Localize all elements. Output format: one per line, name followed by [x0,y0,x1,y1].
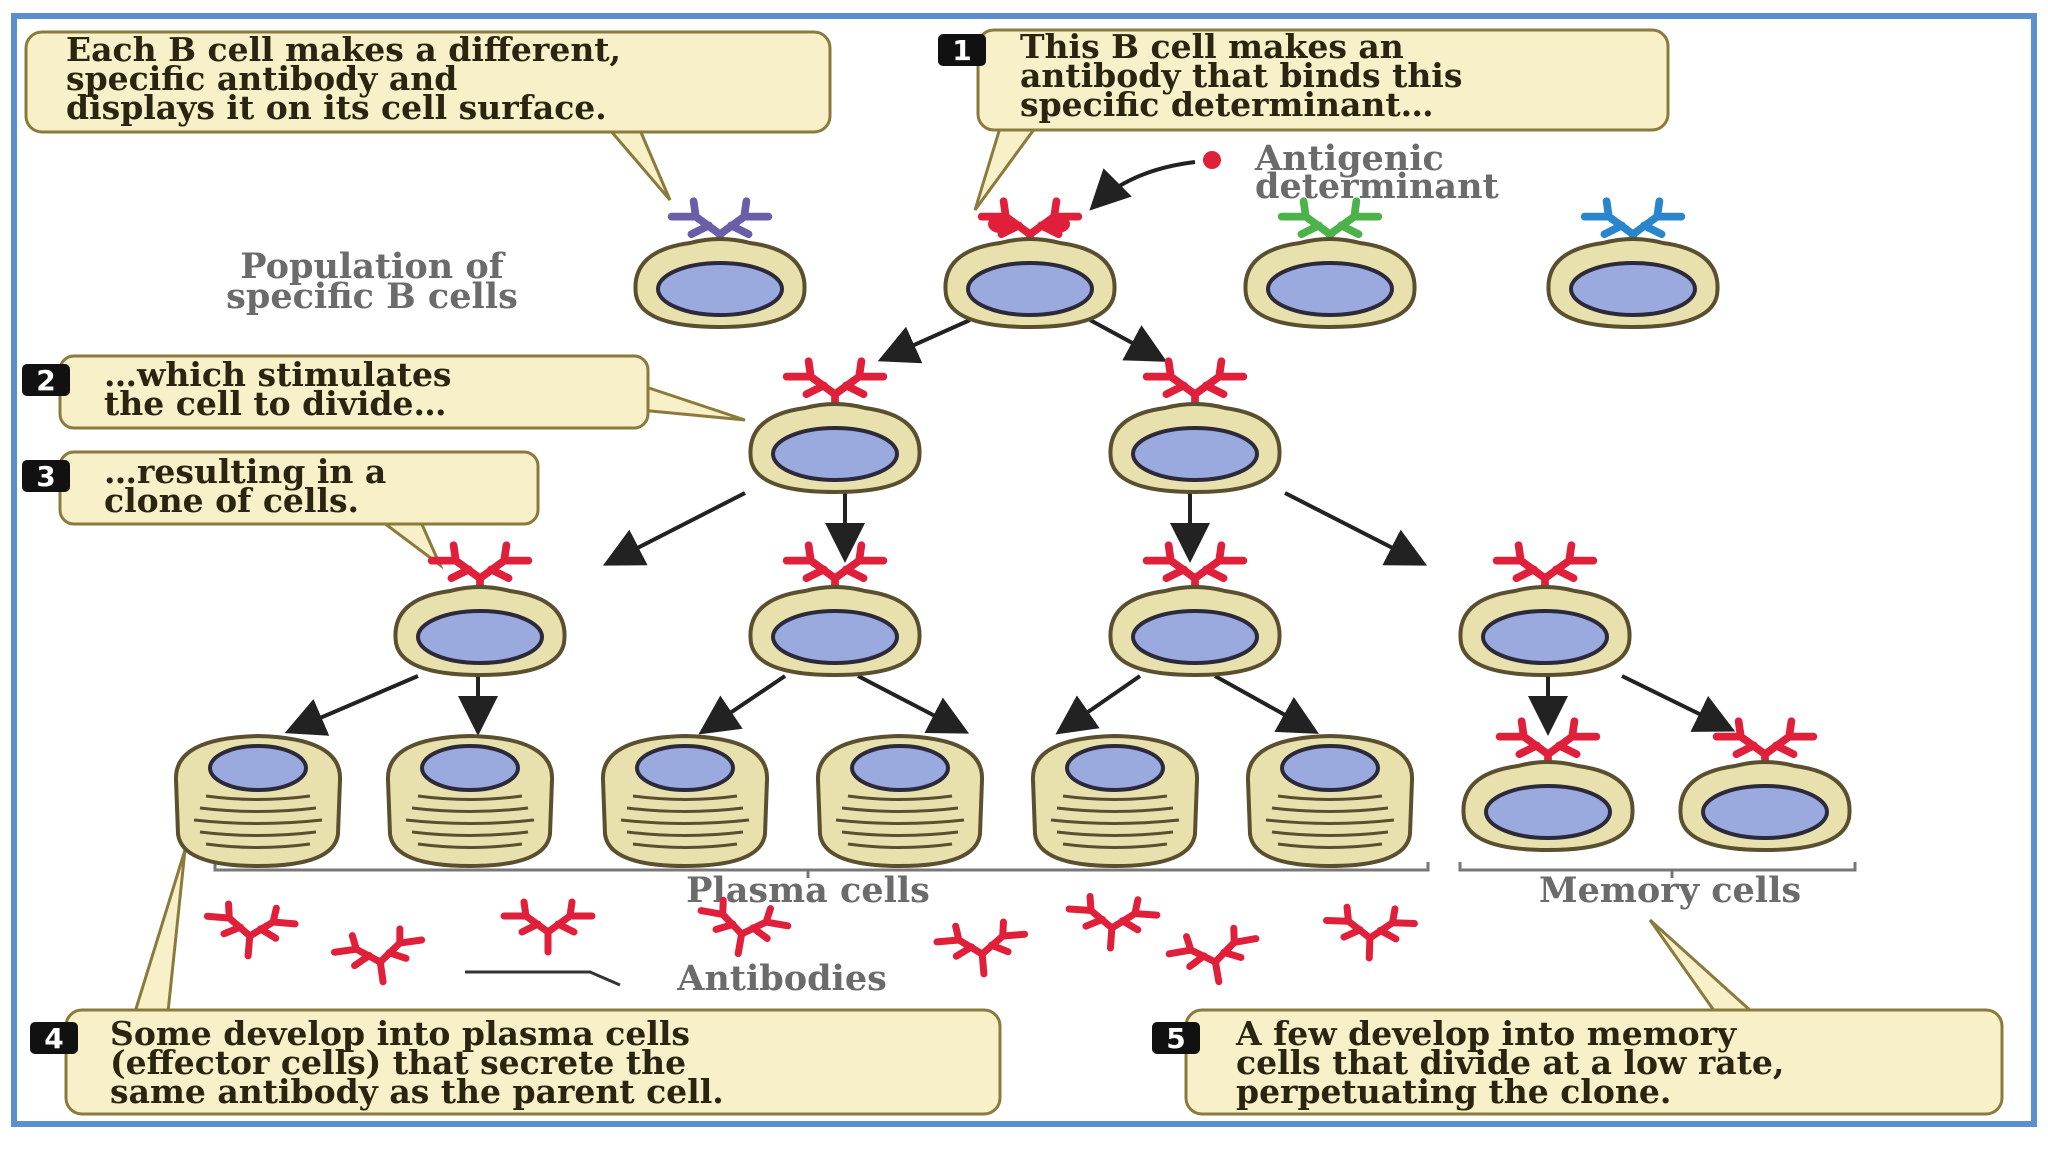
free-antibodies-layer [203,892,1418,986]
free-antibody-icon [1065,892,1161,952]
callout-step-4: 4 Some develop into plasma cells (effect… [30,849,1002,1116]
population-label: specific B cells [226,276,518,317]
arrows-layer [284,318,1736,736]
antigenic-determinant-label: determinant [1255,166,1499,207]
bound-antigen-dot [1046,215,1070,233]
plasma-cell [1245,733,1415,869]
lineage-arrow [1055,674,1142,735]
dividing-b-cell [1108,402,1282,495]
plasma-cells-brace [213,862,1430,878]
antigenic-determinant-label: Antigenic [1254,138,1444,179]
population-b-cell [1243,237,1417,330]
callout-step-5-line: cells that divide at a low rate, [1236,1043,1784,1082]
callout-step-3: 3 …resulting in a clone of cells. [22,450,540,570]
antibodies-pointer [465,970,621,987]
callout-step-1: 1 This B cell makes an antibody that bin… [938,27,1670,211]
plasma-cell [600,733,770,869]
callout-step-5: 5 A few develop into memory cells that d… [1152,918,2004,1116]
step-badge-number: 1 [952,34,971,67]
step-badge-number: 4 [44,1022,63,1055]
dividing-b-cell [748,402,922,495]
population-b-cell [1546,237,1720,330]
callout-step-2: 2 …which stimulates the cell to divide… [22,354,746,430]
lineage-arrow [1284,491,1428,566]
free-antibody-icon [330,925,426,986]
callout-step-1-line: specific determinant… [1020,85,1434,124]
callout-intro-line: displays it on its cell surface. [66,88,607,127]
clone-b-cell [1108,585,1282,678]
lineage-arrow [698,674,787,735]
step-badge [30,1022,78,1054]
callout-step-5-line: perpetuating the clone. [1236,1072,1671,1111]
clone-b-cell [748,585,922,678]
callout-intro-line: Each B cell makes a different, [66,30,621,69]
clone-b-cell [393,585,567,678]
free-antibody-icon [500,898,596,956]
bound-antigen-dot [988,215,1012,233]
antibodies-label: Antibodies [676,958,887,999]
population-b-cell [633,237,807,330]
callout-step-3-line: …resulting in a [104,452,386,491]
memory-cell [1678,760,1852,853]
plasma-cell [815,733,985,869]
step-badge-number: 3 [36,460,55,493]
diagram-frame [11,13,2037,1127]
callout-step-3-line: clone of cells. [104,481,359,520]
callout-step-1-line: antibody that binds this [1020,56,1462,95]
plasma-cell [1030,733,1200,869]
step-badge [938,34,986,66]
free-antibody-icon [933,918,1029,978]
free-antibody-icon [203,900,299,960]
callout-step-4-line: same antibody as the parent cell. [110,1072,724,1111]
step-badge-number: 2 [36,364,55,397]
antigenic-determinant-dot [1203,151,1221,169]
callout-step-1-line: This B cell makes an [1020,27,1404,66]
clone-b-cell [1458,585,1632,678]
population-label: Population of [240,246,505,287]
callout-step-4-line: (effector cells) that secrete the [110,1043,686,1082]
plasma-cell [385,733,555,869]
callout-intro: Each B cell makes a different, specific … [24,30,832,201]
selected-b-cell [943,237,1117,330]
lineage-arrow [1214,674,1319,734]
lineage-arrow [877,318,971,364]
memory-cell [1461,760,1635,853]
step-badge [22,460,70,492]
callout-step-4-line: Some develop into plasma cells [110,1014,690,1053]
memory-cells-label: Memory cells [1539,870,1801,911]
lineage-arrow [857,674,970,734]
cells-layer [173,197,1852,869]
antigen-binding-arrow [1089,160,1196,211]
callout-step-2-line: the cell to divide… [104,384,447,423]
callout-step-2-line: …which stimulates [104,355,452,394]
free-antibody-icon [697,896,792,958]
callout-intro-line: specific antibody and [66,59,457,98]
lineage-arrow [1089,318,1168,362]
step-badge [22,364,70,396]
free-antibody-icon [1323,903,1418,962]
callout-step-5-line: A few develop into memory [1235,1014,1737,1053]
free-antibody-icon [1165,924,1260,986]
step-badge [1152,1022,1200,1054]
step-badge-number: 5 [1166,1022,1185,1055]
memory-cells-brace [1458,862,1857,878]
plasma-cell [173,733,343,869]
lineage-arrow [602,491,746,566]
lineage-arrow [284,674,419,736]
lineage-arrow [1621,674,1736,732]
